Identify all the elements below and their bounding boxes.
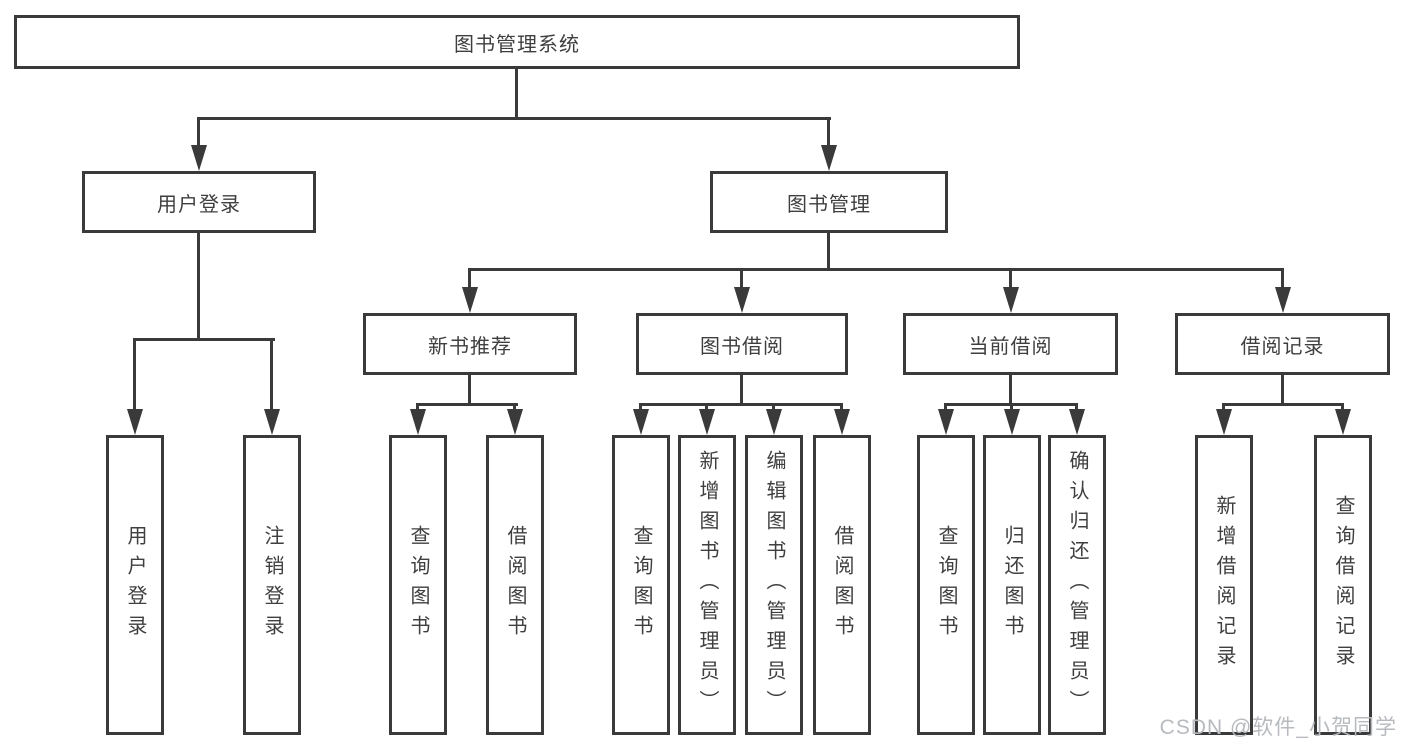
- node-label: 图书管理: [787, 193, 871, 216]
- connector-stem: [827, 118, 830, 148]
- leaf-add-borrow-record: 新增借阅记录: [1195, 435, 1253, 735]
- arrow-down-icon: [264, 409, 280, 435]
- arrow-down-icon: [1275, 287, 1291, 313]
- leaf-query-books-borrowing: 查询图书: [612, 435, 670, 735]
- node-label: 查询借阅记录: [1332, 495, 1354, 675]
- arrow-down-icon: [410, 409, 426, 435]
- arrow-down-icon: [462, 287, 478, 313]
- connector-stem: [1281, 375, 1284, 405]
- connector-stem: [197, 118, 200, 148]
- node-book-borrowing: 图书借阅: [636, 313, 848, 375]
- arrow-down-icon: [1003, 287, 1019, 313]
- node-label: 新增借阅记录: [1213, 495, 1235, 675]
- connector-rail: [416, 403, 518, 406]
- node-label: 用户登录: [124, 525, 146, 645]
- leaf-add-book-admin: 新增图书（管理员）: [678, 435, 736, 735]
- node-label: 查询图书: [630, 525, 652, 645]
- leaf-query-books-current: 查询图书: [917, 435, 975, 735]
- connector-stem: [468, 270, 471, 290]
- leaf-query-books-recommend: 查询图书: [389, 435, 447, 735]
- node-label: 图书管理系统: [454, 33, 580, 56]
- node-label: 确认归还（管理员）: [1066, 450, 1088, 720]
- connector-bookmgmt-stem: [827, 233, 830, 270]
- connector-userlogin-stem: [197, 233, 200, 340]
- arrow-down-icon: [938, 409, 954, 435]
- csdn-watermark: CSDN @软件_小贺同学: [1159, 716, 1397, 739]
- node-label: 新书推荐: [428, 335, 512, 358]
- node-current-borrowing: 当前借阅: [903, 313, 1118, 375]
- arrow-down-icon: [1004, 409, 1020, 435]
- connector-rail: [639, 403, 843, 406]
- node-new-book-recommend: 新书推荐: [363, 313, 577, 375]
- node-book-management: 图书管理: [710, 171, 948, 233]
- arrow-down-icon: [633, 409, 649, 435]
- connector-level2-rail: [197, 117, 831, 120]
- connector-stem: [1009, 270, 1012, 290]
- arrow-down-icon: [699, 409, 715, 435]
- arrow-down-icon: [1216, 409, 1232, 435]
- connector-root-stem: [515, 68, 518, 118]
- arrow-down-icon: [834, 409, 850, 435]
- leaf-edit-book-admin: 编辑图书（管理员）: [745, 435, 803, 735]
- node-label: 查询图书: [407, 525, 429, 645]
- arrow-down-icon: [821, 145, 837, 171]
- arrow-down-icon: [507, 409, 523, 435]
- connector-stem: [133, 340, 136, 412]
- node-label: 借阅图书: [831, 525, 853, 645]
- leaf-confirm-return-admin: 确认归还（管理员）: [1048, 435, 1106, 735]
- node-label: 注销登录: [261, 525, 283, 645]
- node-root-system: 图书管理系统: [14, 15, 1020, 69]
- node-label: 查询图书: [935, 525, 957, 645]
- node-label: 编辑图书（管理员）: [763, 450, 785, 720]
- node-label: 用户登录: [157, 193, 241, 216]
- leaf-return-book: 归还图书: [983, 435, 1041, 735]
- connector-userlogin-rail: [133, 338, 275, 341]
- leaf-user-login: 用户登录: [106, 435, 164, 735]
- connector-stem: [468, 375, 471, 405]
- node-label: 借阅记录: [1240, 335, 1325, 358]
- arrow-down-icon: [1069, 409, 1085, 435]
- connector-rail: [1222, 403, 1344, 406]
- connector-level3-rail: [468, 268, 1284, 271]
- arrow-down-icon: [127, 409, 143, 435]
- node-label: 新增图书（管理员）: [696, 450, 718, 720]
- leaf-logout: 注销登录: [243, 435, 301, 735]
- leaf-query-borrow-record: 查询借阅记录: [1314, 435, 1372, 735]
- node-label: 借阅图书: [504, 525, 526, 645]
- connector-stem: [1009, 375, 1012, 405]
- connector-stem: [740, 375, 743, 405]
- node-user-login: 用户登录: [82, 171, 316, 233]
- node-label: 当前借阅: [968, 335, 1053, 358]
- arrow-down-icon: [766, 409, 782, 435]
- leaf-borrow-books-recommend: 借阅图书: [486, 435, 544, 735]
- node-label: 图书借阅: [700, 335, 784, 358]
- node-borrow-records: 借阅记录: [1175, 313, 1390, 375]
- arrow-down-icon: [1335, 409, 1351, 435]
- connector-stem: [270, 340, 273, 412]
- connector-rail: [944, 403, 1078, 406]
- node-label: 归还图书: [1001, 525, 1023, 645]
- leaf-borrow-books-borrowing: 借阅图书: [813, 435, 871, 735]
- arrow-down-icon: [191, 145, 207, 171]
- connector-stem: [1281, 270, 1284, 290]
- connector-stem: [740, 270, 743, 290]
- arrow-down-icon: [734, 287, 750, 313]
